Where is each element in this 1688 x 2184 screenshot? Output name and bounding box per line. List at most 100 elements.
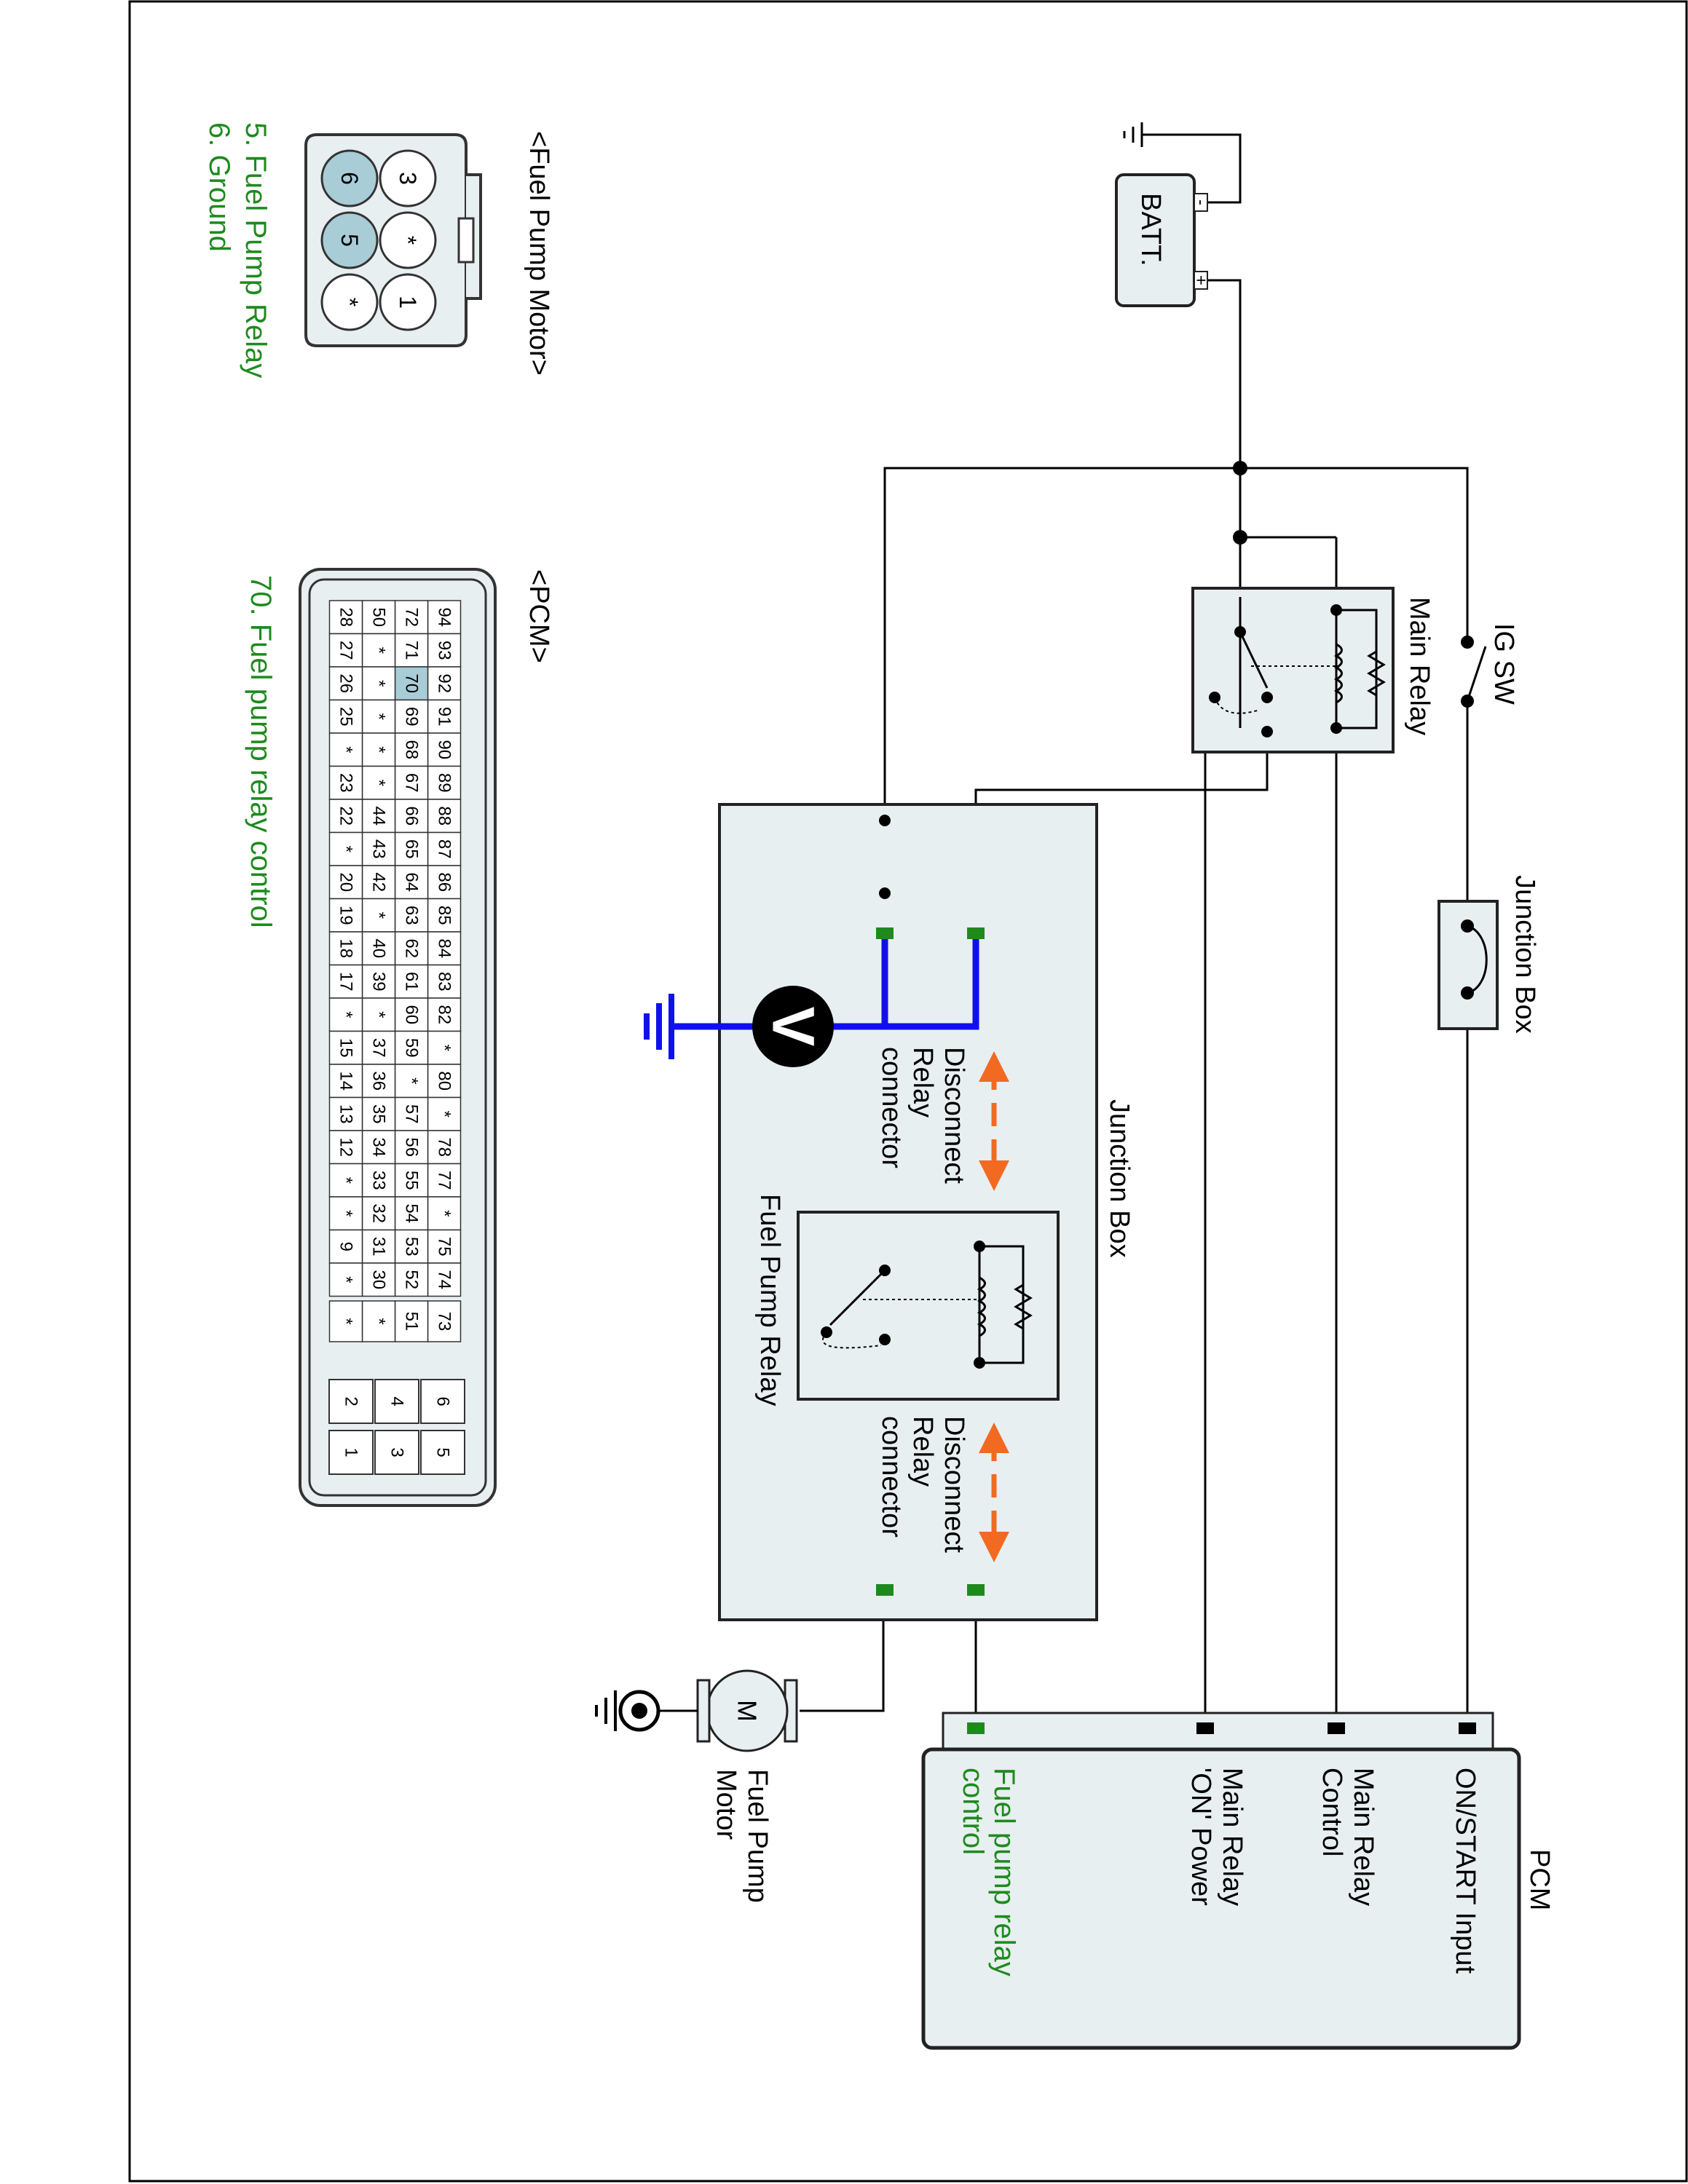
pcm-pin-cell	[427, 799, 462, 834]
fuel-pump-motor-legend-6: 6. Ground	[203, 122, 235, 252]
pcm-pin-label: *	[336, 1276, 356, 1283]
pcm-pin-cell	[328, 964, 363, 999]
pcm-pin-cell	[328, 1262, 363, 1297]
pcm-pin-label: 26	[336, 673, 356, 693]
pcm-pin-cell	[361, 600, 396, 635]
pcm-pin-label: 74	[435, 1270, 454, 1289]
pcm-pin-cell	[361, 1064, 396, 1099]
pcm-module: PCM ON/START Input Main Relay Control Ma…	[921, 1712, 1555, 2050]
pcm-pin-label: 61	[402, 972, 422, 992]
pcm-pin-cell	[394, 898, 429, 933]
pcm-pin-label: 19	[336, 906, 356, 925]
main-relay: Main Relay	[1191, 587, 1435, 753]
pcm-pin-label: *	[369, 746, 389, 753]
motor-pin	[320, 273, 379, 331]
pcm-pin-cell	[394, 1096, 429, 1131]
pcm-main-relay-power-2: 'ON' Power	[1186, 1768, 1216, 1906]
pcm-label: PCM	[1524, 1849, 1555, 1910]
pcm-legend: 70. Fuel pump relay control	[245, 575, 277, 928]
motor-pin-label: 1	[395, 296, 421, 309]
pcm-pin-label: *	[336, 1210, 356, 1216]
pcm-pin-label: 87	[435, 839, 454, 859]
pcm-pin-label: 57	[402, 1104, 422, 1124]
pcm-pin-cell	[328, 1229, 363, 1264]
motor-pin	[379, 149, 437, 207]
pcm-pin-label: 35	[369, 1104, 389, 1124]
motor-icon: M	[733, 1700, 762, 1722]
battery-minus: -	[1191, 199, 1211, 205]
pcm-pin-label: 2	[342, 1396, 361, 1406]
pcm-pin-label: 6	[433, 1396, 453, 1406]
pcm-pin-label: *	[369, 1011, 389, 1018]
pcm-pin-label: *	[336, 1177, 356, 1184]
pcm-pin-cell	[361, 765, 396, 800]
pcm-pin-label: 1	[342, 1447, 361, 1457]
pcm-pin-cell	[328, 699, 363, 734]
pcm-pin-label: 3	[387, 1447, 407, 1457]
pcm-main-relay-power-1: Main Relay	[1217, 1768, 1247, 1906]
pcm-pin-label: 31	[369, 1237, 389, 1257]
pcm-pin-label: 4	[387, 1396, 407, 1406]
page-frame	[128, 0, 1688, 2183]
pcm-pin-cell	[394, 732, 429, 767]
pcm-pin-label: 77	[435, 1171, 454, 1190]
pcm-pin-label: 44	[369, 806, 389, 826]
pcm-pin-cell	[394, 1064, 429, 1099]
pcm-pin-label: 27	[336, 641, 356, 660]
pcm-pin-label: 85	[435, 906, 454, 925]
pcm-pin-label: 60	[402, 1005, 422, 1024]
pcm-pin-label: *	[435, 1045, 454, 1051]
fuel-pump-motor-legend-5: 5. Fuel Pump Relay	[240, 122, 272, 378]
pcm-pin-label: 13	[336, 1104, 356, 1124]
pcm-pin-cell	[420, 1379, 465, 1424]
pcm-pin-cell	[328, 666, 363, 701]
main-relay-label: Main Relay	[1404, 597, 1435, 735]
pcm-pin-cell	[427, 865, 462, 900]
pcm-pin-label: *	[336, 746, 356, 753]
motor-pin-label: 6	[336, 172, 363, 185]
svg-text:connector: connector	[876, 1416, 907, 1538]
pcm-pin-label: 56	[402, 1137, 422, 1157]
pcm-pin-cell	[427, 898, 462, 933]
pcm-pin-label: 65	[402, 839, 422, 859]
disconnect-label-1: Disconnect Relay connector	[876, 1047, 969, 1184]
pcm-pin-label: 89	[435, 773, 454, 793]
svg-text:Relay: Relay	[907, 1416, 938, 1487]
pcm-pin-cell	[420, 1430, 465, 1475]
pcm-pin-cell	[328, 1430, 374, 1475]
pcm-fuel-pump-relay-control-1: Fuel pump relay	[988, 1768, 1020, 1977]
pcm-pin-label: *	[369, 680, 389, 687]
pcm-pin-label: 39	[369, 972, 389, 992]
pcm-pin-cell	[394, 600, 429, 635]
pcm-pin-label: 30	[369, 1270, 389, 1289]
pcm-pin-cell	[328, 1163, 363, 1198]
pcm-pin-label: 67	[402, 773, 422, 793]
pcm-pin-cell	[328, 1096, 363, 1131]
pcm-pin-label: 43	[369, 839, 389, 859]
pcm-pin-label: 62	[402, 938, 422, 958]
pcm-pin-cell	[328, 1379, 374, 1424]
pcm-pin-cell	[328, 1030, 363, 1065]
pcm-pin-cell	[427, 600, 462, 635]
pcm-pin-cell	[427, 997, 462, 1032]
pcm-pin-cell	[361, 1130, 396, 1165]
pcm-pin-label: *	[336, 846, 356, 852]
pcm-pin-label: 17	[336, 972, 356, 992]
pcm-connector: <PCM> 94939291908988878685848382*80*7877…	[245, 568, 554, 1507]
junction-box: Junction Box V Disconnect Relay	[644, 803, 1135, 1621]
pcm-pin-label: 32	[369, 1203, 389, 1223]
pcm-pin-cell	[361, 666, 396, 701]
pcm-pin-label: 63	[402, 906, 422, 925]
pcm-pin-label: 28	[336, 607, 356, 627]
ground-icon	[1123, 122, 1143, 147]
pcm-pin-label: 59	[402, 1038, 422, 1058]
pcm-pin-label: *	[369, 1318, 389, 1324]
pcm-pin-label: 54	[402, 1203, 422, 1223]
pcm-pin-label: 73	[435, 1312, 454, 1332]
pcm-pin-cell	[328, 898, 363, 933]
pcm-pin-label: *	[435, 1210, 454, 1216]
pcm-connector-title: <PCM>	[524, 569, 554, 663]
pcm-pin-label: *	[402, 1077, 422, 1084]
pcm-main-relay-control-1: Main Relay	[1348, 1768, 1379, 1906]
pcm-pin-cell	[361, 1300, 396, 1342]
